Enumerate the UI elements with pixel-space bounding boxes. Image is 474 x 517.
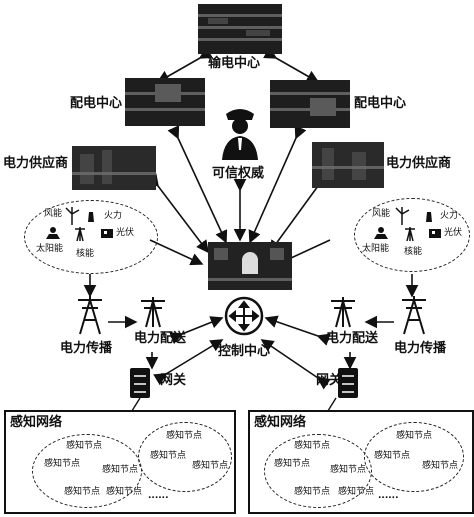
solar-label-left: 太阳能 — [36, 244, 64, 254]
power-tower-icon — [331, 297, 355, 328]
photovoltaic-label-right: 光伏 — [444, 228, 463, 238]
trusted-authority-label: 可信权威 — [212, 166, 265, 181]
nuclear-icon — [88, 212, 94, 222]
distribution-center-right-photo — [270, 80, 350, 128]
factory-icon — [101, 229, 113, 238]
sensor-ellipsis: ...... — [148, 491, 169, 501]
sensor-node-label: 感知节点 — [64, 487, 101, 497]
sensor-node-label: 感知节点 — [330, 465, 367, 475]
gateway-right-label: 网关 — [316, 373, 343, 388]
distribution-center-right-label: 配电中心 — [354, 96, 407, 111]
sensor-ellipsis: ...... — [378, 491, 399, 501]
photovoltaic-label-left: 光伏 — [116, 228, 135, 238]
sensor-network-right: 感知网络 感知节点 感知节点 感知节点 感知节点 感知节点 感知节点 感知节点 … — [248, 410, 474, 514]
sensor-node-label: 感知节点 — [294, 441, 331, 451]
energy-sources-left — [24, 200, 158, 274]
sensor-node-label: 感知节点 — [422, 461, 459, 471]
solar-panel-icon — [374, 227, 388, 239]
wind-label-left: 风能 — [44, 209, 63, 219]
thermal-label-left: 火力 — [104, 211, 123, 221]
power-tower-icon — [75, 227, 85, 242]
transmission-center-label: 输电中心 — [208, 56, 261, 71]
distribution-center-left-photo — [125, 78, 205, 126]
solar-panel-icon — [46, 227, 60, 239]
sensor-node-label: 感知节点 — [66, 441, 103, 451]
supplier-right-label: 电力供应商 — [386, 156, 452, 171]
wind-turbine-icon — [65, 207, 80, 225]
power-tower-icon — [78, 296, 102, 335]
transmission-center-photo — [198, 4, 282, 54]
sensor-node-label: 感知节点 — [106, 487, 143, 497]
server-icon — [338, 368, 358, 398]
sensor-node-label: 感知节点 — [374, 451, 411, 461]
sensor-node-label: 感知节点 — [102, 465, 139, 475]
wind-turbine-icon — [395, 207, 410, 225]
nuclear-label-left: 核能 — [76, 249, 95, 259]
control-center-label: 控制中心 — [218, 344, 271, 359]
nuclear-label-right: 核能 — [404, 247, 423, 257]
transmission-left-label: 电力传播 — [60, 341, 113, 356]
sensor-node-label: 感知节点 — [150, 451, 187, 461]
sensor-node-label: 感知节点 — [192, 461, 229, 471]
sensor-cluster — [138, 422, 232, 492]
delivery-left-label: 电力配送 — [134, 331, 187, 346]
solar-label-right: 太阳能 — [362, 244, 390, 254]
distribution-center-left-label: 配电中心 — [70, 96, 123, 111]
sensor-node-label: 感知节点 — [44, 459, 81, 469]
factory-icon — [429, 229, 441, 238]
power-tower-icon — [402, 296, 426, 335]
transmission-right-label: 电力传播 — [394, 341, 447, 356]
router-icon — [224, 296, 264, 336]
sensor-network-left: 感知网络 感知节点 感知节点 感知节点 感知节点 感知节点 感知节点 感知节点 … — [4, 410, 236, 514]
sensor-node-label: 感知节点 — [166, 431, 203, 441]
sensor-node-label: 感知节点 — [396, 431, 433, 441]
sensor-node-label: 感知节点 — [274, 459, 311, 469]
sensor-node-label: 感知节点 — [294, 487, 331, 497]
police-officer-icon — [222, 109, 258, 160]
sensor-node-label: 感知节点 — [338, 487, 375, 497]
sensor-cluster — [364, 422, 464, 492]
delivery-right-label: 电力配送 — [326, 331, 379, 346]
power-tower-icon — [405, 227, 415, 242]
gateway-left-label: 网关 — [160, 373, 187, 388]
supplier-left-label: 电力供应商 — [3, 156, 69, 171]
sensor-network-title: 感知网络 — [10, 415, 63, 430]
thermal-label-right: 火力 — [440, 211, 459, 221]
supplier-right-photo — [312, 142, 384, 188]
sensor-network-title: 感知网络 — [254, 415, 307, 430]
energy-sources-right — [354, 198, 470, 272]
supplier-left-photo — [72, 146, 156, 190]
power-tower-icon — [141, 297, 165, 328]
control-center-photo — [208, 242, 292, 290]
nuclear-icon — [426, 212, 432, 222]
wind-label-right: 风能 — [372, 209, 391, 219]
server-icon — [130, 368, 150, 398]
